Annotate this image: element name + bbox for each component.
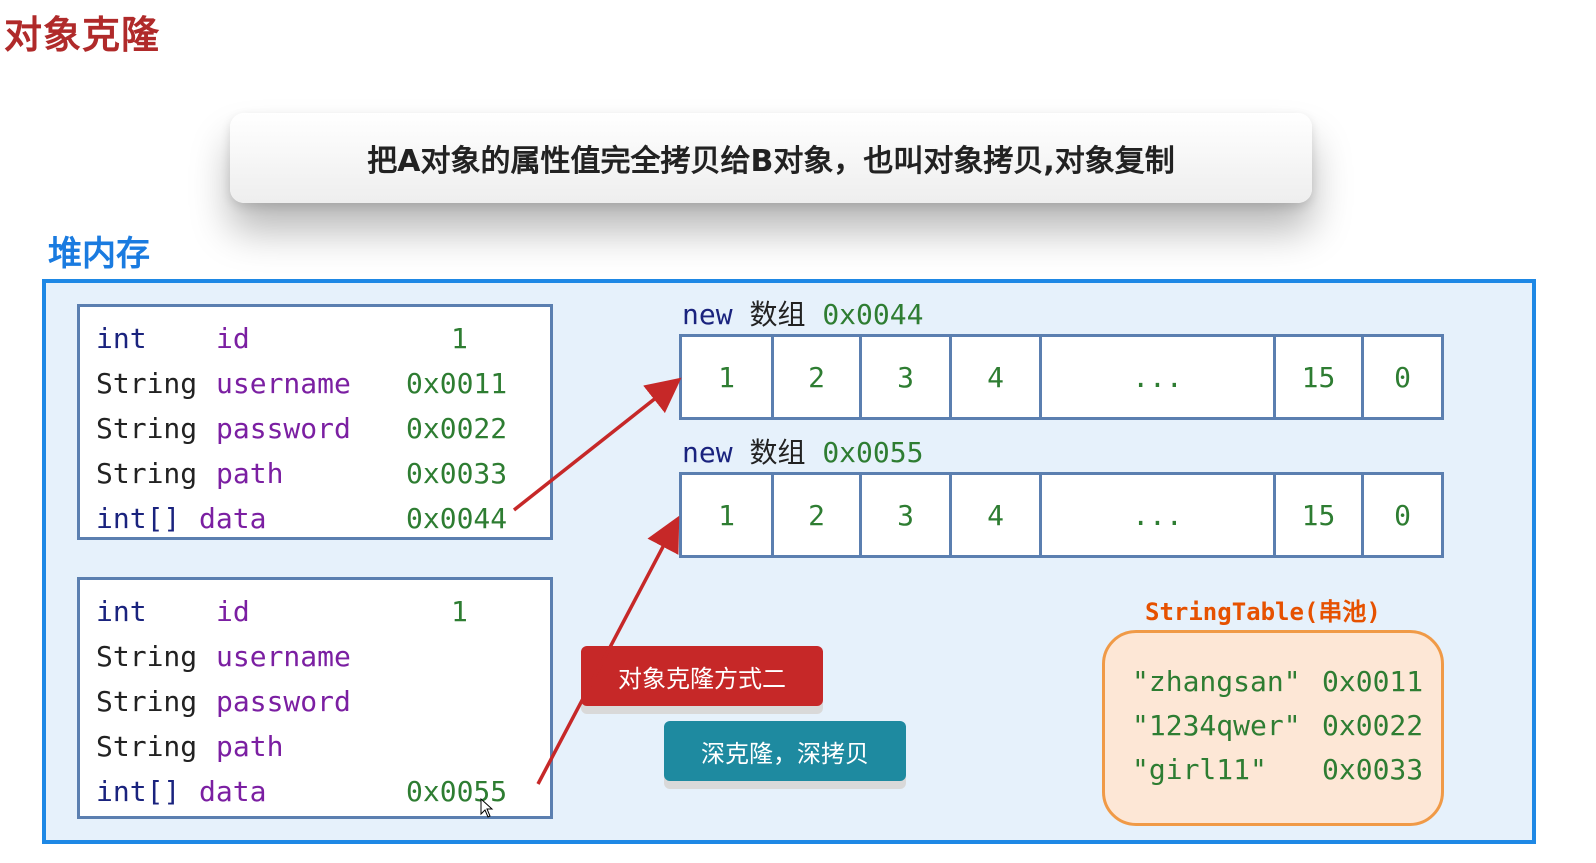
- string-table-box: "zhangsan" 0x0011 "1234qwer" 0x0022 "gir…: [1102, 630, 1444, 826]
- field-type: String: [96, 457, 198, 490]
- description-banner: 把A对象的属性值完全拷贝给B对象，也叫对象拷贝,对象复制: [230, 113, 1312, 203]
- array-cell: 4: [952, 337, 1042, 417]
- array-cell: ...: [1042, 475, 1276, 555]
- array-address: 0x0044: [822, 298, 924, 331]
- array-cell: 1: [682, 475, 774, 555]
- field-type: int: [96, 595, 147, 628]
- field-value: 0x0055: [406, 775, 508, 808]
- string-literal: "1234qwer": [1132, 709, 1301, 742]
- string-address: 0x0022: [1322, 709, 1424, 742]
- string-table-title: StringTable(串池): [1145, 598, 1381, 626]
- array-cell: 0: [1394, 360, 1411, 394]
- string-table-entry: "girl11" 0x0033: [1132, 750, 1432, 790]
- field-type: String: [96, 640, 198, 673]
- field-name: username: [216, 367, 351, 400]
- string-table-entry: "zhangsan" 0x0011: [1132, 662, 1432, 702]
- array-cell: 1: [682, 337, 774, 417]
- array-keyword: new: [682, 298, 733, 331]
- object-b-row: int id 1: [96, 592, 536, 632]
- array-cell: ...: [1042, 337, 1276, 417]
- array-cell: 0: [1394, 498, 1411, 532]
- field-type: int: [96, 322, 147, 355]
- array-cell: 3: [862, 337, 952, 417]
- field-value: 0x0033: [406, 457, 508, 490]
- object-b-box: int id 1 String username String password…: [77, 577, 553, 819]
- field-name: data: [199, 502, 267, 535]
- field-value: 0x0022: [406, 412, 508, 445]
- field-name: password: [216, 685, 351, 718]
- object-b-row: String username: [96, 637, 536, 677]
- object-a-row: String path 0x0033: [96, 454, 536, 494]
- field-type: String: [96, 367, 198, 400]
- string-table-entry: "1234qwer" 0x0022: [1132, 706, 1432, 746]
- field-type: int[]: [96, 775, 181, 808]
- field-value: 0x0044: [406, 502, 508, 535]
- field-name: username: [216, 640, 351, 673]
- string-literal: "zhangsan": [1132, 665, 1301, 698]
- banner-text: 把A对象的属性值完全拷贝给B对象，也叫对象拷贝,对象复制: [367, 144, 1175, 179]
- clone-method-two-button[interactable]: 对象克隆方式二: [581, 646, 823, 706]
- array2-box: 1 2 3 4 ... 15 0: [679, 472, 1444, 558]
- field-name: data: [199, 775, 267, 808]
- field-value: 0x0011: [406, 367, 508, 400]
- field-type: int[]: [96, 502, 181, 535]
- object-a-row: String password 0x0022: [96, 409, 536, 449]
- deep-clone-button[interactable]: 深克隆，深拷贝: [664, 721, 906, 781]
- array-cell: 15: [1276, 475, 1364, 555]
- object-b-row: String password: [96, 682, 536, 722]
- string-address: 0x0033: [1322, 753, 1424, 786]
- array-label: 数组: [749, 298, 806, 331]
- array2-label: new 数组 0x0055: [682, 431, 923, 471]
- array-cell: 15: [1276, 337, 1364, 417]
- mouse-cursor-icon: [480, 798, 494, 818]
- page-title: 对象克隆: [4, 13, 161, 57]
- object-a-box: int id 1 String username 0x0011 String p…: [77, 304, 553, 540]
- object-a-row: String username 0x0011: [96, 364, 536, 404]
- field-type: String: [96, 685, 198, 718]
- object-b-row: String path: [96, 727, 536, 767]
- field-name: password: [216, 412, 351, 445]
- field-type: String: [96, 412, 198, 445]
- object-a-row: int[] data 0x0044: [96, 499, 536, 539]
- array-cell: 2: [774, 337, 862, 417]
- string-address: 0x0011: [1322, 665, 1424, 698]
- array-cell: 4: [952, 475, 1042, 555]
- array-address: 0x0055: [822, 436, 924, 469]
- field-value: 1: [451, 595, 468, 628]
- string-literal: "girl11": [1132, 753, 1267, 786]
- field-value: 1: [451, 322, 468, 355]
- array1-box: 1 2 3 4 ... 15 0: [679, 334, 1444, 420]
- field-name: path: [216, 457, 284, 490]
- object-a-row: int id 1: [96, 319, 536, 359]
- field-name: id: [216, 322, 250, 355]
- field-name: id: [216, 595, 250, 628]
- heap-label: 堆内存: [48, 234, 150, 274]
- field-type: String: [96, 730, 198, 763]
- array1-label: new 数组 0x0044: [682, 293, 923, 333]
- array-cell: 2: [774, 475, 862, 555]
- field-name: path: [216, 730, 284, 763]
- object-b-row: int[] data 0x0055: [96, 772, 536, 812]
- array-cell: 3: [862, 475, 952, 555]
- array-label: 数组: [749, 436, 806, 469]
- array-keyword: new: [682, 436, 733, 469]
